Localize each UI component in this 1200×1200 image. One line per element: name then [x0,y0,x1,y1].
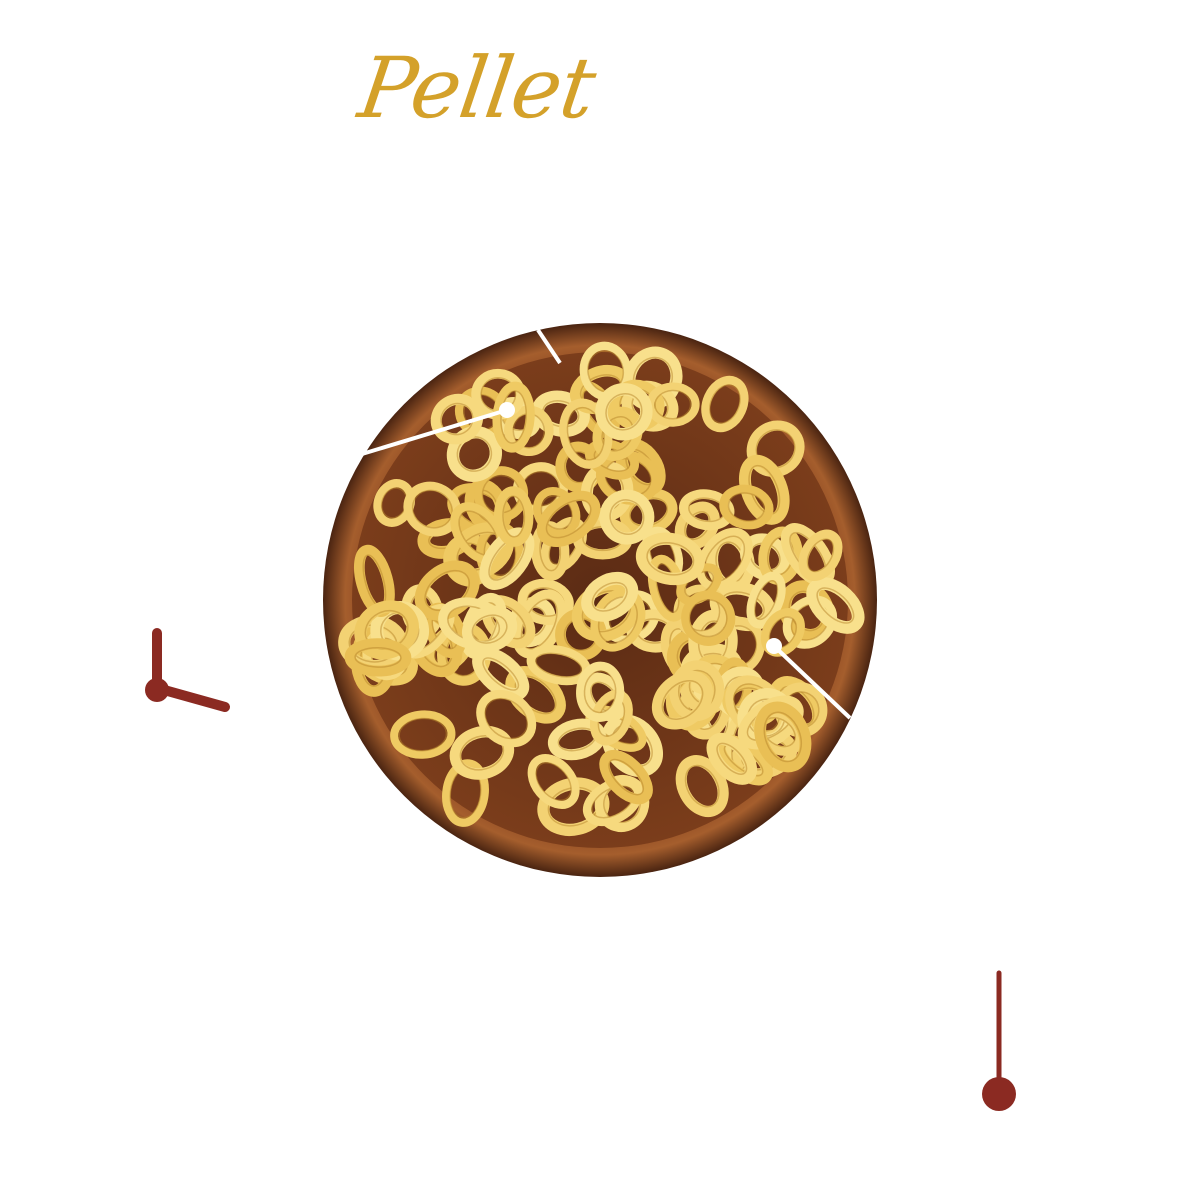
pasta-ring-shadow [716,742,748,775]
pasta-ring-shadow [500,390,527,444]
pasta-ring-shadow [806,538,835,573]
pasta-ring [626,609,682,653]
pasta-ring [696,527,753,591]
pasta-ring-shadow [398,717,448,752]
pasta-ring-shadow [535,762,572,801]
pasta-ring-shadow [646,541,695,576]
pasta-ring-shadow [459,735,505,771]
pasta-ring [582,777,643,827]
pasta-ring [806,577,865,634]
pasta-ring-shadow [411,489,453,529]
pasta-ring [462,605,518,653]
pasta-ring [635,532,705,586]
pasta-ring [681,590,736,646]
pellet-pasta-rings [338,341,865,836]
pasta-ring [675,755,729,818]
pasta-ring-shadow [440,402,474,436]
pasta-ring [737,695,804,750]
pasta-ring [754,701,812,773]
pasta-ring-shadow [542,400,580,428]
pasta-ring [344,638,412,677]
pasta-ring [390,710,456,759]
pasta-ring-shadow [727,492,765,522]
pasta-ring-shadow [608,758,644,796]
pasta-ring [585,439,639,480]
pasta-ring [599,749,653,805]
pasta-ring [798,529,843,581]
pasta-ring [450,502,507,565]
pasta-ring-shadow [593,447,631,472]
pasta-ring-shadow [816,587,855,624]
pasta-ring-shadow [535,652,583,678]
pasta-ring [782,595,838,649]
pointer-right [766,638,852,720]
pasta-ring [536,490,601,548]
pasta-ring [442,759,489,827]
pasta-ring-shadow [684,764,720,808]
pasta-ring [476,689,537,748]
pointer-top [361,328,562,456]
pasta-ring-shadow [583,670,617,714]
pasta-ring-shadow [482,657,520,691]
pasta-ring-shadow [471,614,508,644]
pasta-ring [651,670,714,730]
pasta-ring [493,486,534,547]
pasta-ring-shadow [605,393,643,431]
pasta-ring-shadow [709,384,741,424]
pasta-ring-shadow [655,563,680,614]
pasta-ring [746,571,786,629]
pasta-ring [701,375,749,433]
pasta-ring-shadow [688,599,728,638]
pasta-ring [527,754,580,809]
pasta-ring [706,732,758,785]
pasta-ring [517,578,574,626]
pasta-bowl [323,323,877,877]
pasta-ring [738,454,790,525]
pasta-ring-shadow [591,785,635,819]
pasta-ring-shadow [754,580,779,621]
pasta-ring-shadow [703,535,746,583]
pasta-ring-shadow [591,581,628,612]
pasta-ring [599,489,655,545]
pasta-ring [472,647,530,701]
pasta-ring [595,383,653,441]
pasta-ring [581,571,639,622]
pasta-ring-shadow [354,646,402,668]
clock-hands-icon [145,628,230,712]
pasta-ring-shadow [661,680,704,720]
pasta-ring-shadow [654,389,692,420]
pasta-ring-shadow [609,499,645,535]
clock-hand-icon [982,970,1016,1111]
pasta-ring-shadow [484,697,528,740]
pasta-ring-shadow [502,495,526,538]
pasta-ring [492,381,535,453]
pasta-ring-shadow [763,711,803,763]
pasta-ring [576,661,625,722]
pasta-ring-shadow [545,499,592,539]
pasta-ring [719,484,774,530]
